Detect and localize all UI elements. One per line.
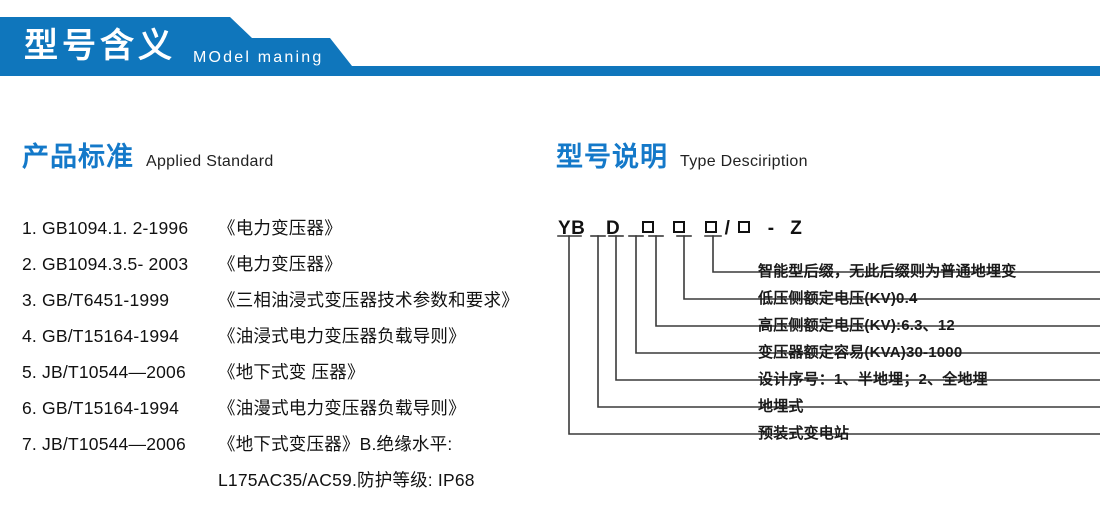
type-code-string: YB D / - Z — [558, 218, 802, 240]
code-separator-slash: / — [724, 218, 731, 239]
standard-name: 《电力变压器》 — [218, 218, 342, 238]
standard-name: 《油漫式电力变压器负载导则》 — [218, 398, 466, 418]
leader-lines — [557, 235, 1100, 435]
code-separator-dash: - — [767, 218, 775, 239]
banner-title: 型号含义 — [24, 27, 176, 65]
banner-shape — [0, 17, 1100, 76]
standard-code: 7. JB/T10544—2006 — [22, 434, 186, 454]
description-label-1: 智能型后缀，无此后缀则为普通地埋变 — [758, 263, 1017, 280]
standard-row: 2. GB1094.3.5- 2003 《电力变压器》 — [22, 251, 542, 287]
banner-subtitle: MOdel maning — [193, 49, 324, 66]
code-box-4 — [738, 221, 751, 233]
standard-name: 《油浸式电力变压器负载导则》 — [218, 326, 466, 346]
standard-code: 6. GB/T15164-1994 — [22, 398, 180, 418]
code-segment-yb: YB — [558, 218, 586, 239]
standard-row: 5. JB/T10544—2006 《地下式变 压器》 — [22, 359, 542, 395]
section-heading-type-description: 型号说明 Type Desciription — [556, 140, 808, 179]
standard-name: 《地下式变压器》B.绝缘水平: — [218, 434, 453, 454]
standard-name: 《三相油浸式变压器技术参数和要求》 — [218, 290, 519, 310]
standard-row: 1. GB1094.1. 2-1996 《电力变压器》 — [22, 215, 542, 251]
description-label-5: 设计序号：1、半地埋；2、全地埋 — [758, 371, 988, 388]
standard-row: 7. JB/T10544—2006 《地下式变压器》B.绝缘水平: — [22, 431, 542, 467]
type-code-diagram: YB D / - Z — [545, 210, 1100, 470]
standard-row: 6. GB/T15164-1994 《油漫式电力变压器负载导则》 — [22, 395, 542, 431]
standard-name: 《电力变压器》 — [218, 254, 342, 274]
section-heading-cn: 型号说明 — [556, 142, 668, 172]
section-heading-applied-standard: 产品标准 Applied Standard — [22, 140, 274, 179]
standard-name: L175AC35/AC59.防护等级: IP68 — [218, 470, 475, 490]
code-segment-d: D — [605, 218, 621, 239]
description-label-3: 高压侧额定电压(KV):6.3、12 — [758, 317, 955, 334]
description-label-2: 低压侧额定电压(KV)0.4 — [758, 290, 918, 307]
description-label-4: 变压器额定容易(KVA)30-1000 — [758, 344, 963, 361]
standard-row: 4. GB/T15164-1994 《油浸式电力变压器负载导则》 — [22, 323, 542, 359]
section-heading-cn: 产品标准 — [22, 142, 134, 172]
description-label-7: 预装式变电站 — [758, 425, 850, 442]
standard-row: 3. GB/T6451-1999 《三相油浸式变压器技术参数和要求》 — [22, 287, 542, 323]
standard-code: 3. GB/T6451-1999 — [22, 290, 170, 310]
description-label-6: 地埋式 — [758, 398, 804, 415]
standard-name: 《地下式变 压器》 — [218, 362, 365, 382]
code-box-3 — [704, 221, 717, 233]
code-box-1 — [641, 221, 654, 233]
standard-code: 1. GB1094.1. 2-1996 — [22, 218, 189, 238]
standard-code: 4. GB/T15164-1994 — [22, 326, 180, 346]
page-header-banner: 型号含义 MOdel maning — [0, 0, 1100, 92]
standards-list: 1. GB1094.1. 2-1996《电力变压器》2. GB1094.3.5-… — [22, 215, 542, 503]
code-segment-z: Z — [790, 218, 803, 239]
standard-code: 2. GB1094.3.5- 2003 — [22, 254, 189, 274]
standard-row: L175AC35/AC59.防护等级: IP68 — [22, 467, 542, 503]
section-heading-en: Type Desciription — [680, 153, 808, 170]
standard-code: 5. JB/T10544—2006 — [22, 362, 186, 382]
section-heading-en: Applied Standard — [146, 153, 274, 170]
code-box-2 — [673, 221, 686, 233]
